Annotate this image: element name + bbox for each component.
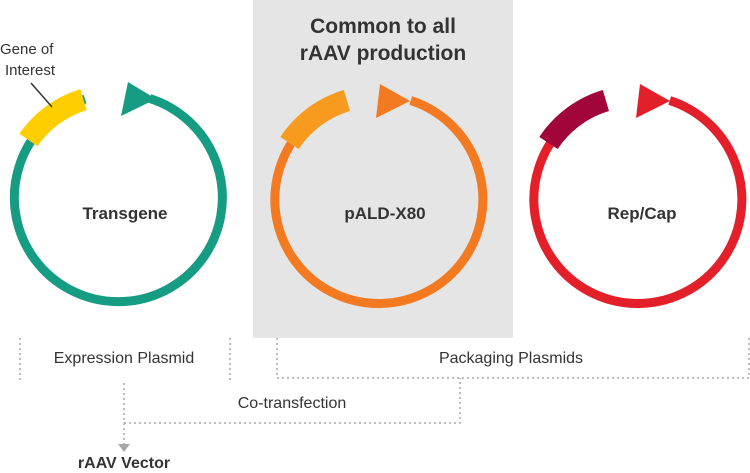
connector-co-transfection (123, 378, 461, 424)
callout-leader-line (30, 82, 53, 108)
arrowhead-rep-cap (636, 84, 670, 118)
callout-line2: Interest (5, 62, 56, 79)
panel-title-line2: rAAV production (300, 42, 466, 65)
group-label-expression: Expression Plasmid (54, 350, 195, 367)
plasmid-rep-cap: Rep/Cap (529, 84, 747, 308)
process-step-label: Co-transfection (238, 395, 347, 412)
bracket-packaging (276, 338, 750, 379)
group-label-packaging: Packaging Plasmids (439, 350, 583, 367)
callout-line1: Gene of (0, 41, 54, 58)
plasmid-label-transgene: Transgene (82, 204, 167, 223)
plasmid-ring-pald-x80 (270, 96, 488, 308)
insert-gene-of-interest (19, 89, 88, 147)
panel-title-line1: Common to all (310, 15, 456, 38)
result-arrowhead (118, 444, 130, 452)
arrowhead-pald-x80 (376, 84, 410, 118)
plasmid-ring-rep-cap (529, 96, 747, 308)
common-panel (253, 0, 513, 338)
insert-pald-x80 (280, 89, 351, 150)
insert-rep-cap (539, 89, 610, 150)
arrowhead-transgene (121, 82, 156, 116)
result-label: rAAV Vector (78, 455, 170, 472)
plasmid-label-pald-x80: pALD-X80 (344, 204, 425, 223)
plasmid-ring-transgene (9, 94, 227, 307)
plasmid-transgene: Transgene (9, 82, 227, 307)
plasmid-pald-x80: pALD-X80 (270, 84, 488, 308)
plasmid-label-rep-cap: Rep/Cap (608, 204, 677, 223)
